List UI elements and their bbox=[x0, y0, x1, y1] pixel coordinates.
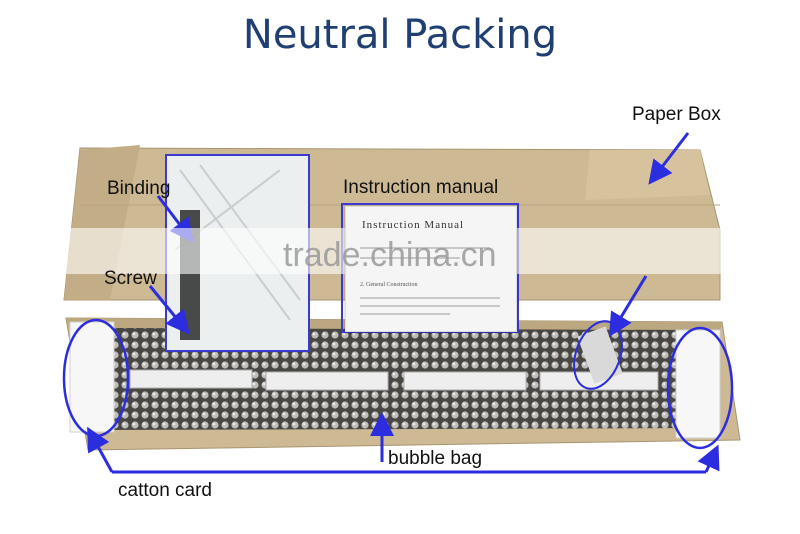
label-binding: Binding bbox=[107, 178, 171, 199]
manual-title: Instruction Manual bbox=[362, 219, 465, 231]
watermark: trade.china.cn bbox=[283, 236, 497, 274]
page-title: Neutral Packing bbox=[242, 12, 558, 58]
manual-section: 2. General Construction bbox=[360, 282, 418, 288]
foam-block-left bbox=[69, 321, 115, 433]
instruction-manual: Instruction Manual 2. General Constructi… bbox=[345, 206, 517, 332]
label-screw: Screw bbox=[104, 268, 157, 289]
label-bubble-bag: bubble bag bbox=[388, 448, 483, 469]
label-catton-card: catton card bbox=[118, 480, 212, 501]
foam-block-right bbox=[675, 329, 721, 439]
label-paper-box: Paper Box bbox=[632, 104, 721, 125]
cable-ties bbox=[577, 326, 623, 384]
label-instruction-manual: Instruction manual bbox=[343, 177, 499, 198]
